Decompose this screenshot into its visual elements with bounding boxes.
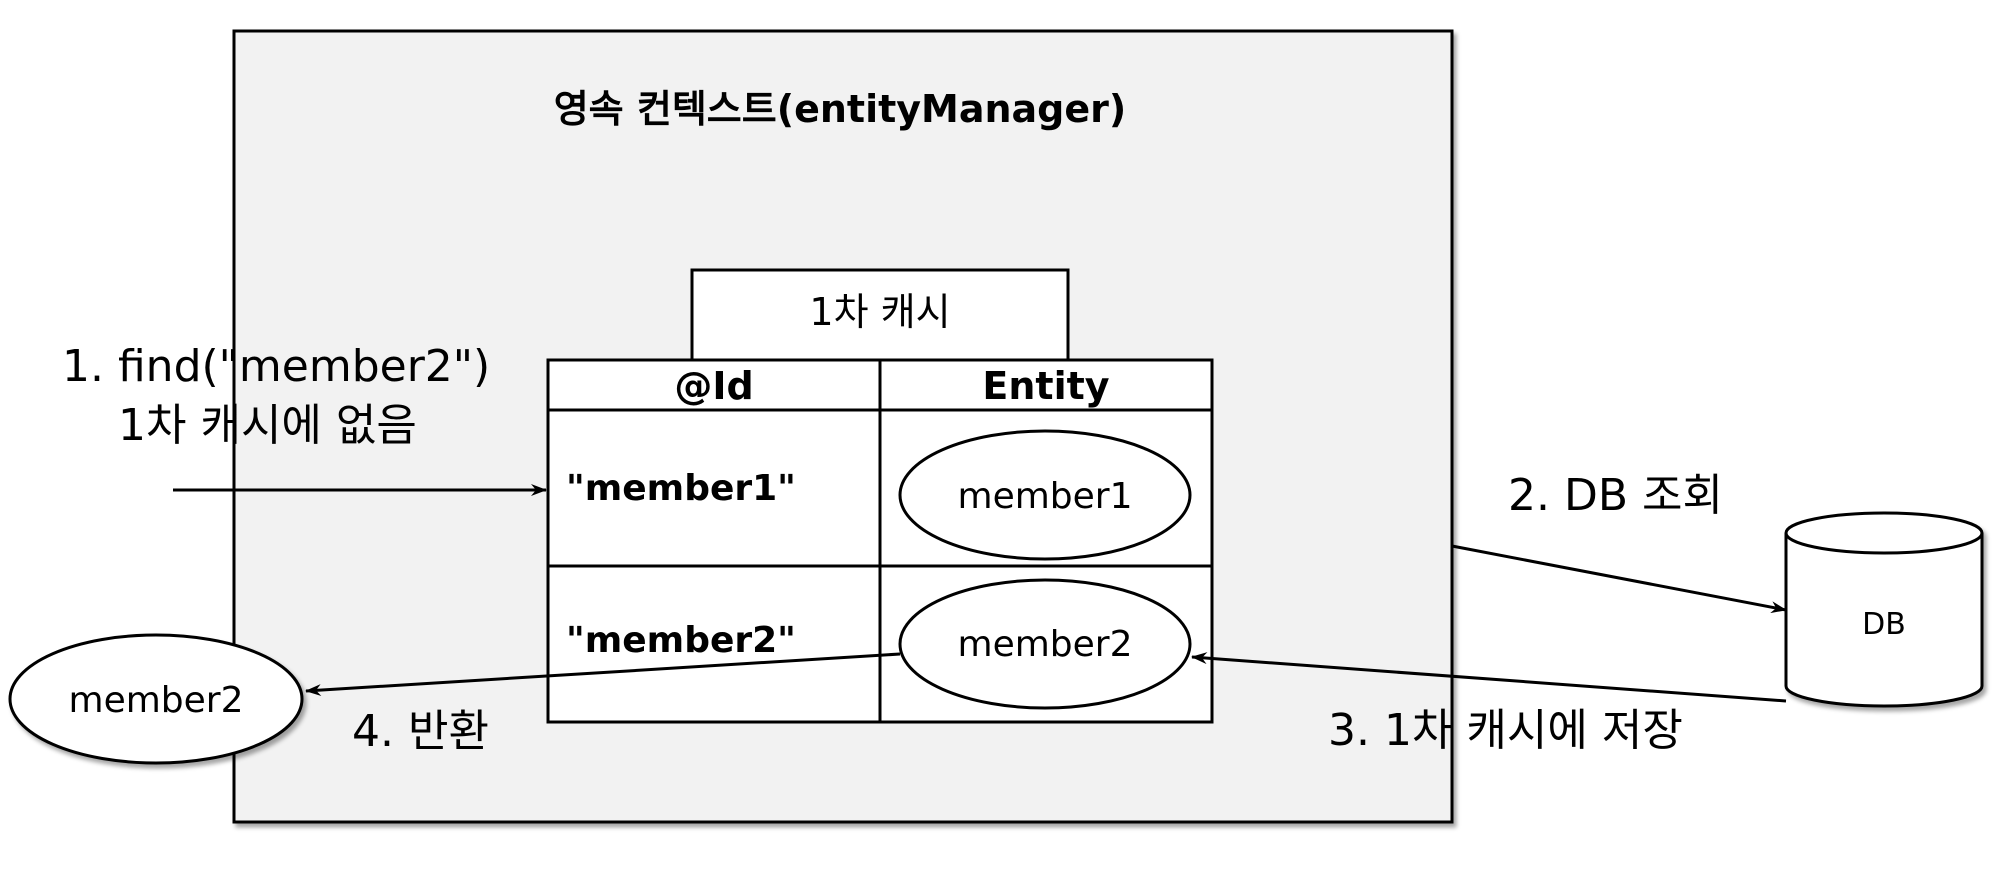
step-find-label: 1. find("member2")	[62, 341, 490, 392]
column-header-entity: Entity	[982, 364, 1109, 408]
store-arrow	[1191, 652, 1787, 703]
step-db-query-label: 2. DB 조회	[1508, 470, 1723, 521]
column-header-id: @Id	[674, 364, 753, 408]
persistence-context-title: 영속 컨텍스트(entityManager)	[554, 87, 1127, 131]
cache-row-id: "member1"	[566, 468, 796, 509]
db-cylinder	[1784, 511, 1984, 708]
return-arrow	[305, 652, 901, 697]
cache-entity-ellipse	[898, 578, 1192, 710]
cache-entity-ellipse	[898, 429, 1192, 561]
db-label: DB	[1862, 607, 1906, 642]
cache-label: 1차 캐시	[809, 290, 950, 334]
step-return-label: 4. 반환	[352, 706, 489, 757]
step-find-sublabel: 1차 캐시에 없음	[118, 400, 417, 451]
result-entity-label: member2	[69, 680, 244, 721]
cache-entity-label: member1	[958, 476, 1133, 517]
step-store-label: 3. 1차 캐시에 저장	[1328, 705, 1683, 756]
db-query-arrow	[1451, 544, 1787, 614]
cache-entity-label: member2	[958, 624, 1133, 665]
cache-label-box	[690, 268, 1070, 362]
cache-row-id: "member2"	[566, 620, 796, 661]
result-entity-ellipse	[8, 633, 304, 765]
cache-table: @Id Entity "member1" member1 "member2" m…	[546, 358, 1214, 724]
